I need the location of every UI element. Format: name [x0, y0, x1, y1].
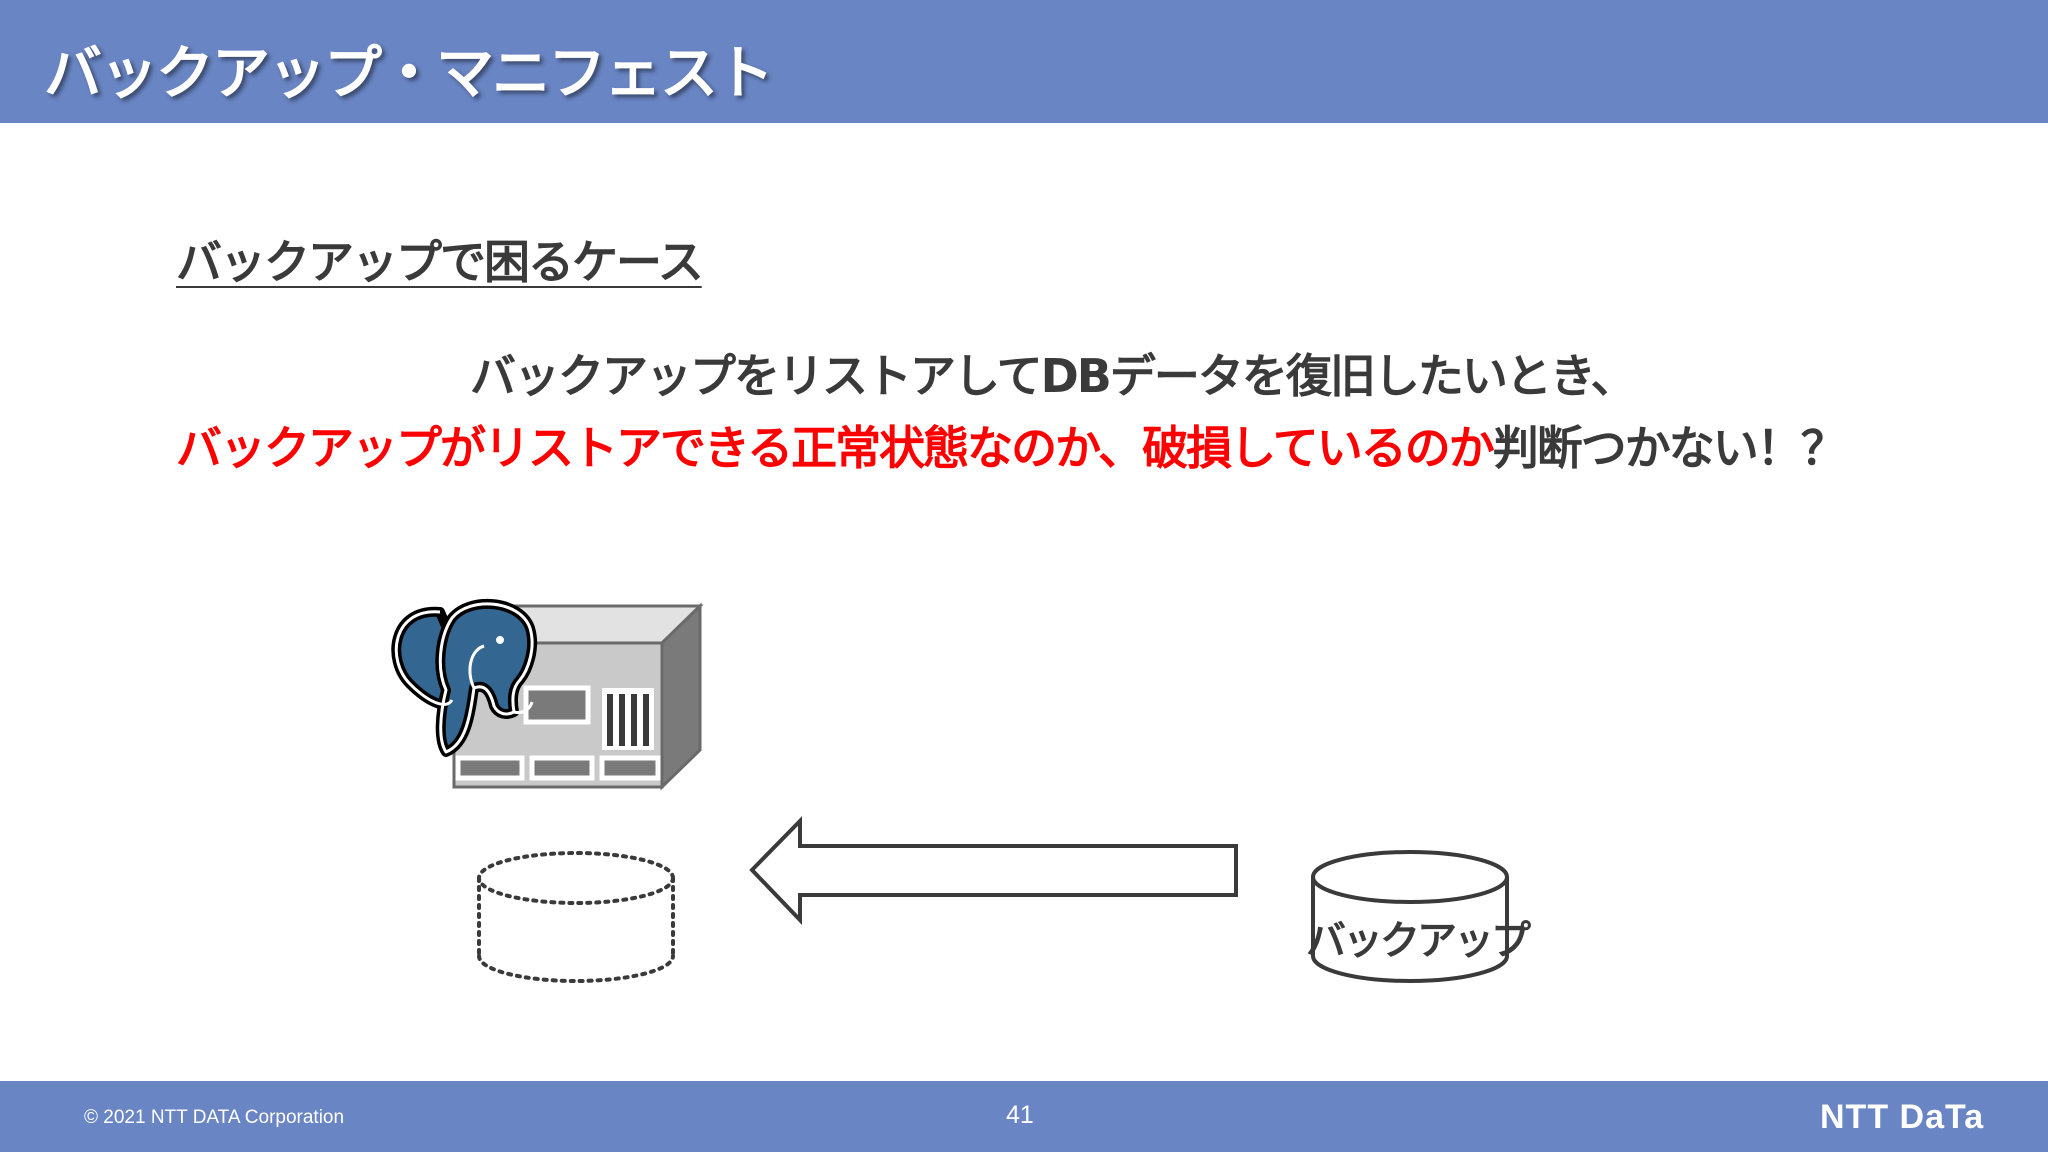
server-icon: [450, 602, 704, 791]
postgresql-elephant-icon: [391, 598, 538, 757]
page-number: 41: [1006, 1101, 1034, 1129]
empty-database-icon: [477, 851, 675, 983]
left-arrow-icon: [749, 816, 1238, 925]
emphasis-text: バックアップがリストアできる正常状態なのか、破損しているのか: [176, 421, 1495, 475]
body-line-1: バックアップをリストアしてDBデータを復旧したいとき、: [470, 349, 1637, 403]
question-text: 判断つかない！？: [1492, 421, 1847, 475]
backup-database-icon: [1311, 850, 1509, 983]
backup-label: バックアップ: [1306, 918, 1531, 964]
ntt-data-logo: NTT DaTa: [1820, 1098, 1985, 1136]
section-heading: バックアップで困るケース: [176, 235, 704, 289]
footer-bar: [0, 1081, 2048, 1152]
copyright: © 2021 NTT DATA Corporation: [84, 1107, 345, 1128]
body-line-2: バックアップがリストアできる正常状態なのか、破損しているのか判断つかない！？: [176, 412, 1847, 478]
slide-title: バックアップ・マニフェスト: [44, 39, 774, 107]
title-bar: [0, 0, 2048, 123]
